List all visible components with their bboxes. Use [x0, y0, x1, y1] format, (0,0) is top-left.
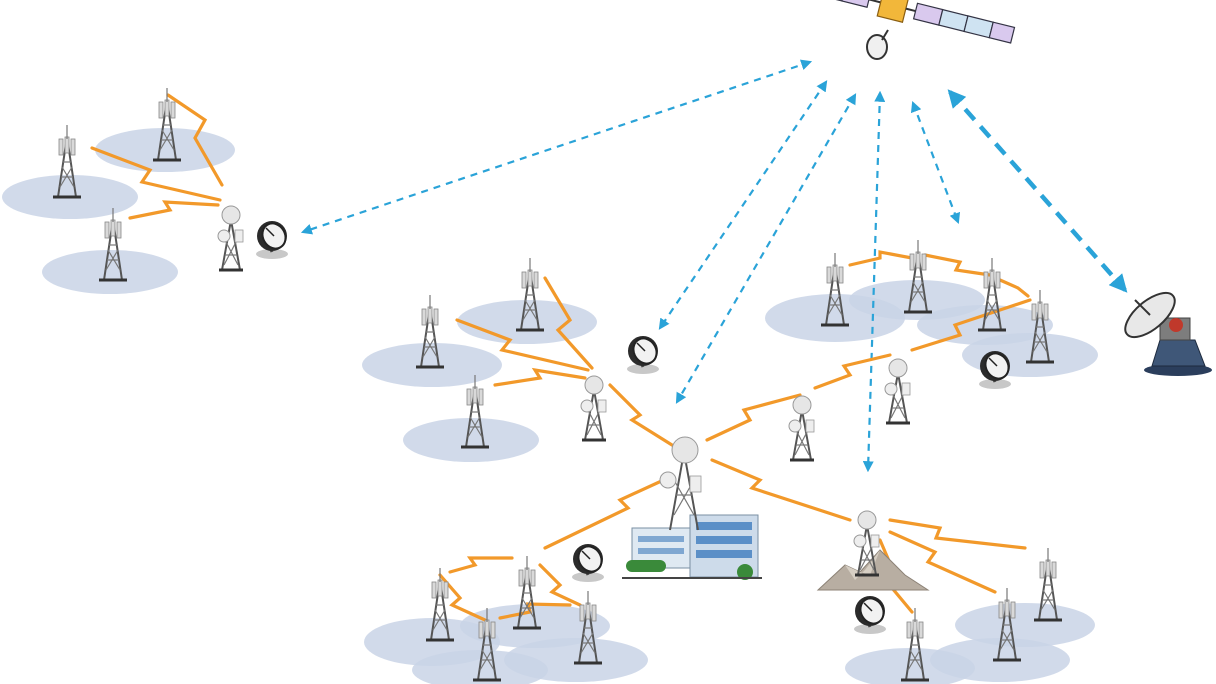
hub-relay-tower-icon [659, 436, 702, 531]
vsat-dish-icon [852, 592, 890, 636]
radio-links [90, 93, 1032, 622]
radio-link [438, 573, 487, 622]
satellite-link [658, 80, 828, 330]
relay-tower-icon [787, 394, 816, 462]
radio-link [910, 298, 1032, 352]
coverage-area [955, 603, 1095, 647]
cluster-bottom-right [816, 509, 1064, 682]
office-building-icon [622, 514, 762, 580]
satellite-link [910, 100, 961, 225]
central-hub [622, 436, 762, 580]
radio-link [543, 476, 670, 550]
mountain-icon [816, 549, 930, 591]
coverage-area [457, 300, 597, 344]
radio-link [543, 276, 594, 370]
vsat-dish-icon [570, 540, 608, 584]
coverage-area [42, 250, 178, 294]
radio-link [90, 146, 222, 202]
radio-link [888, 530, 997, 594]
radio-link [710, 458, 852, 522]
radio-link [923, 253, 992, 277]
radio-link [538, 563, 582, 607]
satellite-link [300, 59, 813, 235]
satellite-link [675, 93, 857, 404]
radio-link [813, 353, 892, 390]
vsat-dish-icon [625, 332, 663, 376]
radio-link [888, 518, 1027, 550]
satellite-link [862, 90, 886, 473]
ground-station-dish-icon [1124, 291, 1212, 376]
radio-link [848, 250, 914, 267]
radio-link [166, 93, 224, 187]
satellite-icon [815, 0, 1016, 60]
radio-link [128, 200, 220, 220]
relay-tower-icon [579, 374, 608, 442]
coverage-area [362, 343, 502, 387]
radio-link [493, 367, 587, 387]
radio-link [705, 393, 802, 442]
radio-link [608, 383, 674, 447]
trunk-link [947, 89, 1128, 293]
relay-tower-icon [883, 357, 912, 425]
relay-tower-icon [216, 204, 245, 272]
satellite-links [300, 59, 1128, 473]
coverage-area [403, 418, 539, 462]
radio-link [448, 556, 514, 574]
vsat-dish-icon [254, 217, 292, 261]
radio-link [455, 318, 590, 372]
radio-link [998, 278, 1030, 298]
